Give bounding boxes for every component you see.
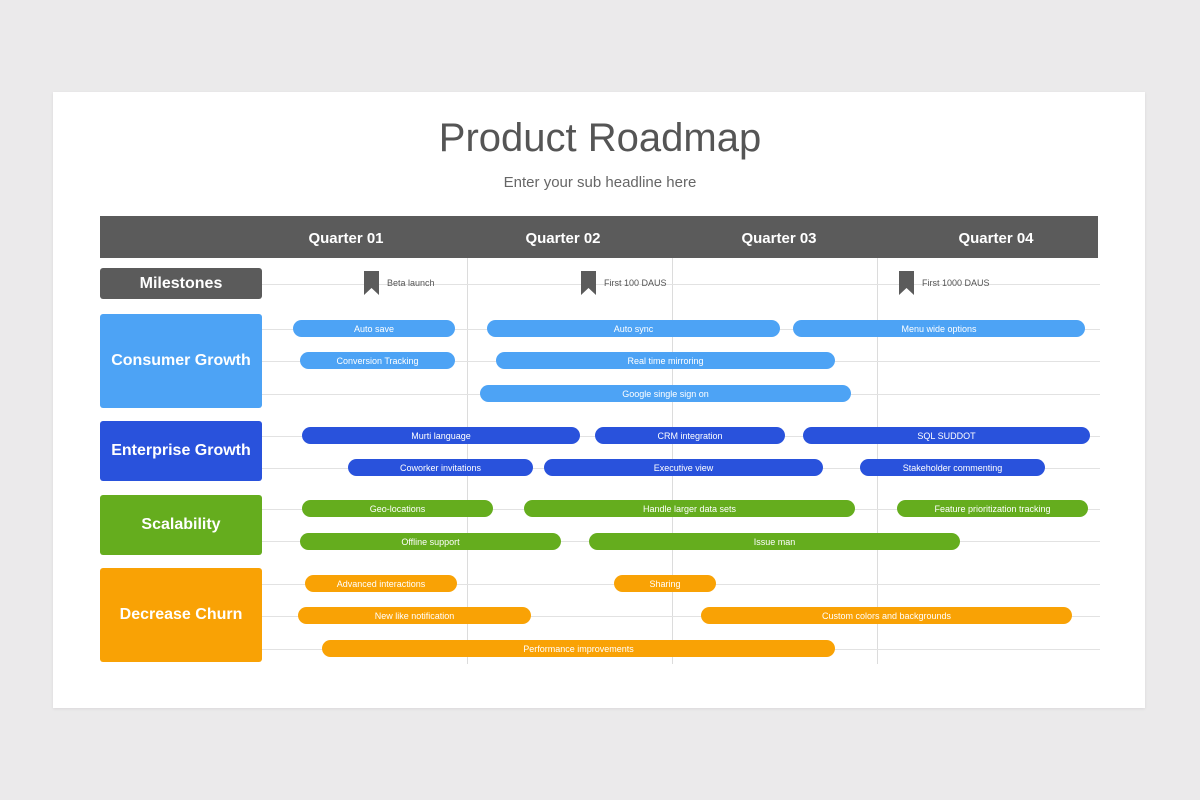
- task-bar: CRM integration: [595, 427, 785, 444]
- milestones-label: Milestones: [100, 268, 262, 299]
- task-bar: Offline support: [300, 533, 561, 550]
- task-bar: Custom colors and backgrounds: [701, 607, 1072, 624]
- task-bar: Auto sync: [487, 320, 780, 337]
- task-bar: Coworker invitations: [348, 459, 533, 476]
- task-bar: Geo-locations: [302, 500, 493, 517]
- task-bar: Conversion Tracking: [300, 352, 455, 369]
- task-bar: Issue man: [589, 533, 960, 550]
- task-bar: Executive view: [544, 459, 823, 476]
- task-bar: New like notification: [298, 607, 531, 624]
- milestone-first-1000: First 1000 DAUS: [899, 271, 990, 295]
- grid-row-line: [262, 284, 1100, 285]
- category-consumer-growth: Consumer Growth: [100, 314, 262, 408]
- milestone-first-100: First 100 DAUS: [581, 271, 667, 295]
- task-bar: Stakeholder commenting: [860, 459, 1045, 476]
- task-bar: Menu wide options: [793, 320, 1085, 337]
- quarter-label-3: Quarter 03: [741, 230, 817, 247]
- quarter-header-bar: [100, 216, 1098, 258]
- milestone-beta-launch: Beta launch: [364, 271, 435, 295]
- bookmark-icon: [364, 271, 379, 295]
- task-bar: Performance improvements: [322, 640, 835, 657]
- grid-row-line: [262, 616, 1100, 617]
- category-enterprise-growth: Enterprise Growth: [100, 421, 262, 481]
- task-bar: SQL SUDDOT: [803, 427, 1090, 444]
- milestone-label: First 100 DAUS: [604, 278, 667, 288]
- bookmark-icon: [899, 271, 914, 295]
- task-bar: Handle larger data sets: [524, 500, 855, 517]
- bookmark-icon: [581, 271, 596, 295]
- category-decrease-churn: Decrease Churn: [100, 568, 262, 662]
- task-bar: Murti language: [302, 427, 580, 444]
- task-bar: Feature prioritization tracking: [897, 500, 1088, 517]
- page-title: Product Roadmap: [438, 116, 762, 160]
- task-bar: Advanced interactions: [305, 575, 457, 592]
- quarter-label-2: Quarter 02: [525, 230, 601, 247]
- task-bar: Real time mirroring: [496, 352, 835, 369]
- task-bar: Auto save: [293, 320, 455, 337]
- milestone-label: First 1000 DAUS: [922, 278, 990, 288]
- quarter-label-4: Quarter 04: [958, 230, 1034, 247]
- task-bar: Google single sign on: [480, 385, 851, 402]
- page-subtitle: Enter your sub headline here: [503, 174, 697, 191]
- category-scalability: Scalability: [100, 495, 262, 555]
- quarter-label-1: Quarter 01: [308, 230, 384, 247]
- task-bar: Sharing: [614, 575, 716, 592]
- milestone-label: Beta launch: [387, 278, 435, 288]
